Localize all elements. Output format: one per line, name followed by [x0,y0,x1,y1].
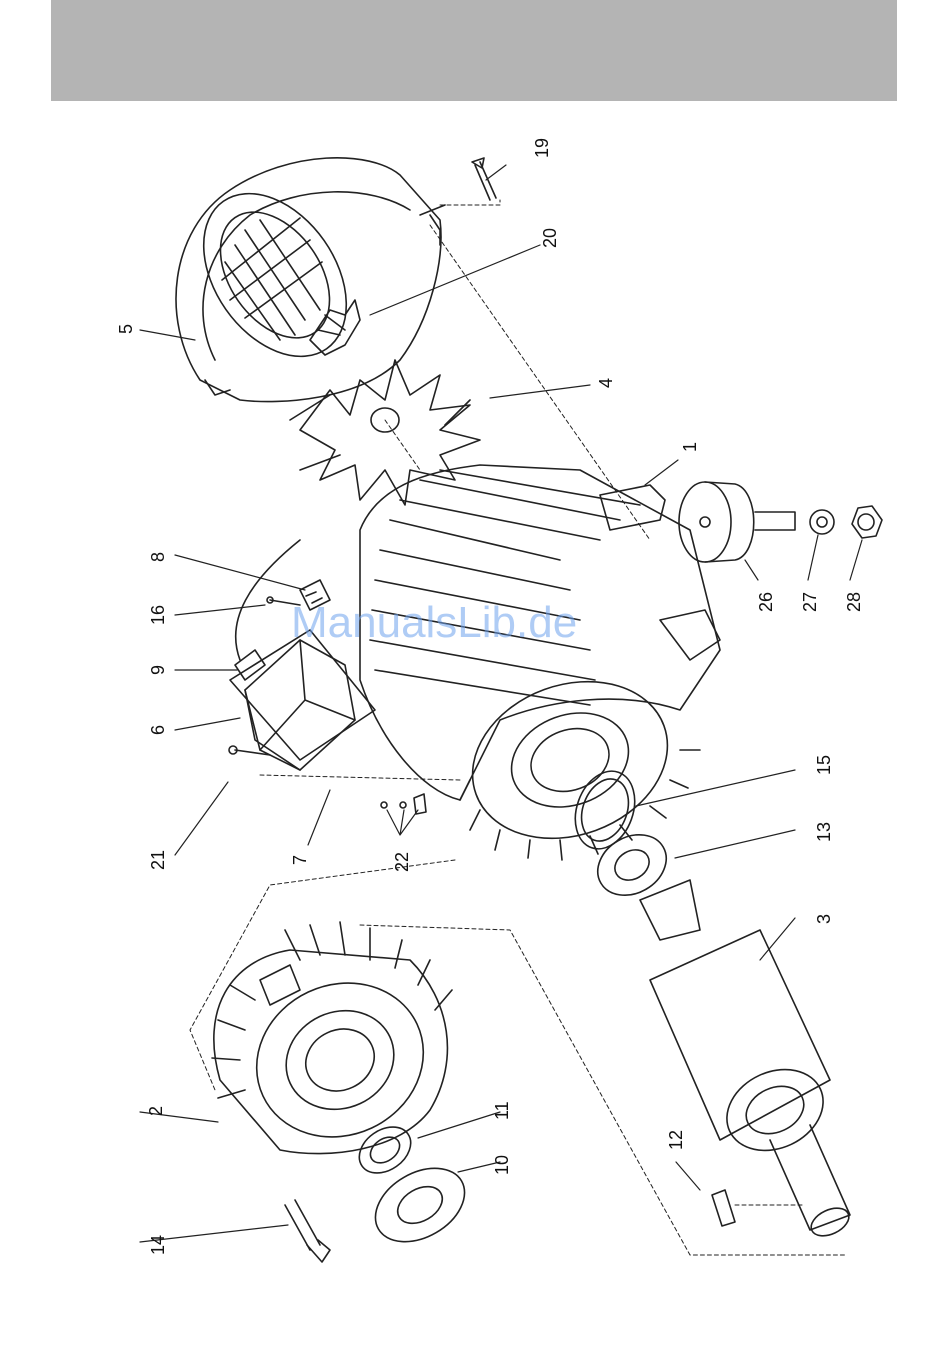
screw-19 [472,158,496,200]
callout-10: 10 [492,1155,512,1175]
bearing-13 [587,823,677,907]
screw-21 [229,746,270,755]
callout-8: 8 [148,552,168,562]
callout-26: 26 [756,592,776,612]
callout-20: 20 [540,228,560,248]
callout-7: 7 [290,855,310,865]
nut-28 [852,506,882,538]
callout-6: 6 [148,725,168,735]
fan-clip [310,300,360,355]
callout-1: 1 [680,442,700,452]
callout-21: 21 [148,850,168,870]
seal-11 [351,1118,420,1183]
callout-28: 28 [844,592,864,612]
bearing-10 [362,1153,477,1256]
callout-3: 3 [814,914,834,924]
callout-11: 11 [492,1101,512,1120]
callout-4: 4 [596,378,616,388]
callout-16: 16 [148,605,168,625]
rotor-shaft [640,880,853,1241]
callout-15: 15 [814,755,834,775]
key-12 [712,1190,735,1226]
callout-22: 22 [392,852,412,872]
watermark: ManualsLib.de [291,598,691,648]
callout-9: 9 [148,665,168,675]
fan [290,360,480,505]
callout-14: 14 [148,1235,168,1255]
callout-labels: 1 2 3 4 5 6 7 8 9 10 11 12 13 14 15 16 1… [116,138,864,1255]
gasket-7 [230,630,375,760]
assembly-lines [190,200,845,1255]
motor-housing [360,465,720,865]
washer-27 [810,510,834,534]
callout-27: 27 [800,592,820,612]
callout-12: 12 [666,1130,686,1150]
callout-13: 13 [814,822,834,842]
callout-2: 2 [146,1106,166,1116]
bolt-14 [285,1200,330,1262]
fan-cover [174,158,445,402]
rubber-mount-26 [679,482,795,562]
callout-5: 5 [116,324,136,334]
callout-19: 19 [532,138,552,158]
end-shield [212,922,452,1164]
